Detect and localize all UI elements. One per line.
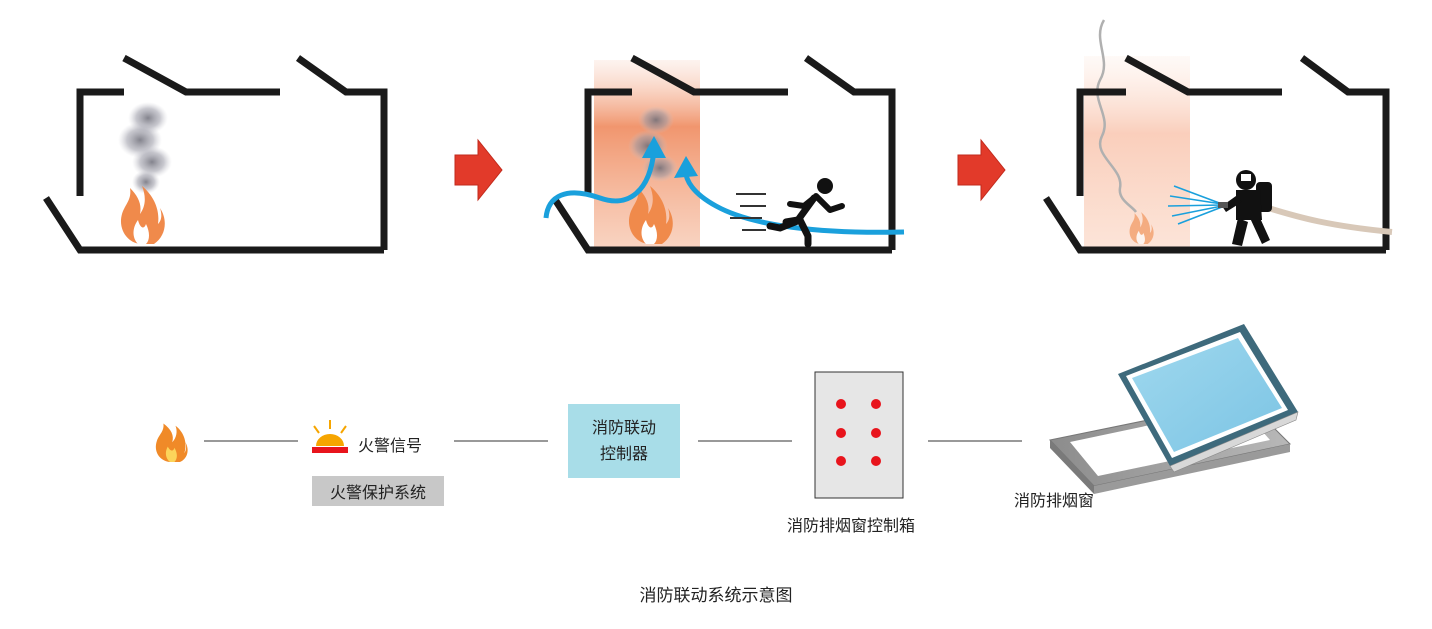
control-box-label: 消防排烟窗控制箱 bbox=[787, 516, 916, 535]
alarm-lamp-icon bbox=[312, 420, 348, 453]
room-2-wall-left bbox=[584, 88, 632, 196]
alarm-signal-label: 火警信号 bbox=[358, 436, 423, 455]
arrow-right-icon bbox=[454, 138, 503, 202]
room-1-fire-icon bbox=[120, 186, 165, 244]
room-1-wall-left bbox=[76, 88, 124, 196]
room-3-wall-left bbox=[1076, 88, 1126, 196]
room-1 bbox=[43, 54, 388, 254]
linkage-controller-label-line1: 消防联动 bbox=[591, 418, 656, 437]
airflow-right-arrow bbox=[683, 167, 905, 235]
smoke-trail bbox=[1096, 19, 1138, 213]
firefighter-icon bbox=[1218, 170, 1272, 246]
room-2 bbox=[551, 54, 896, 254]
room-1-roof-vent-right bbox=[295, 55, 388, 250]
room-2-roof-vent-right bbox=[803, 55, 896, 250]
fire-source-icon bbox=[155, 423, 188, 462]
room-2-roof-vent-left bbox=[630, 54, 788, 96]
linkage-controller-box: 消防联动 控制器 bbox=[568, 404, 680, 478]
arrow-right-icon bbox=[957, 138, 1006, 202]
airflow-right-arrowhead bbox=[674, 156, 698, 178]
airflow-left-arrow bbox=[543, 149, 657, 219]
room-1-smoke bbox=[118, 102, 172, 194]
diagram-caption: 消防联动系统示意图 bbox=[639, 586, 793, 606]
room-2-floor bbox=[551, 196, 892, 254]
room-3-floor bbox=[1043, 196, 1386, 254]
room-1-roof-vent-left bbox=[122, 54, 280, 96]
smoke-vent-window-icon bbox=[1049, 324, 1299, 494]
room-3-roof-vent-right bbox=[1299, 55, 1390, 250]
room-3 bbox=[1043, 54, 1390, 254]
control-box bbox=[814, 371, 904, 499]
linkage-controller-label-line2: 控制器 bbox=[599, 444, 648, 463]
room-3-roof-vent-left bbox=[1124, 54, 1282, 96]
control-box-indicators bbox=[836, 399, 881, 466]
water-spray bbox=[1167, 185, 1223, 225]
alarm-system-box: 火警保护系统 bbox=[312, 476, 444, 506]
hose bbox=[1261, 203, 1393, 235]
room-1-floor bbox=[43, 196, 384, 254]
running-person-icon bbox=[730, 178, 845, 248]
smoke-vent-window-label: 消防排烟窗 bbox=[1014, 491, 1095, 510]
airflow-left-arrowhead bbox=[642, 136, 666, 158]
